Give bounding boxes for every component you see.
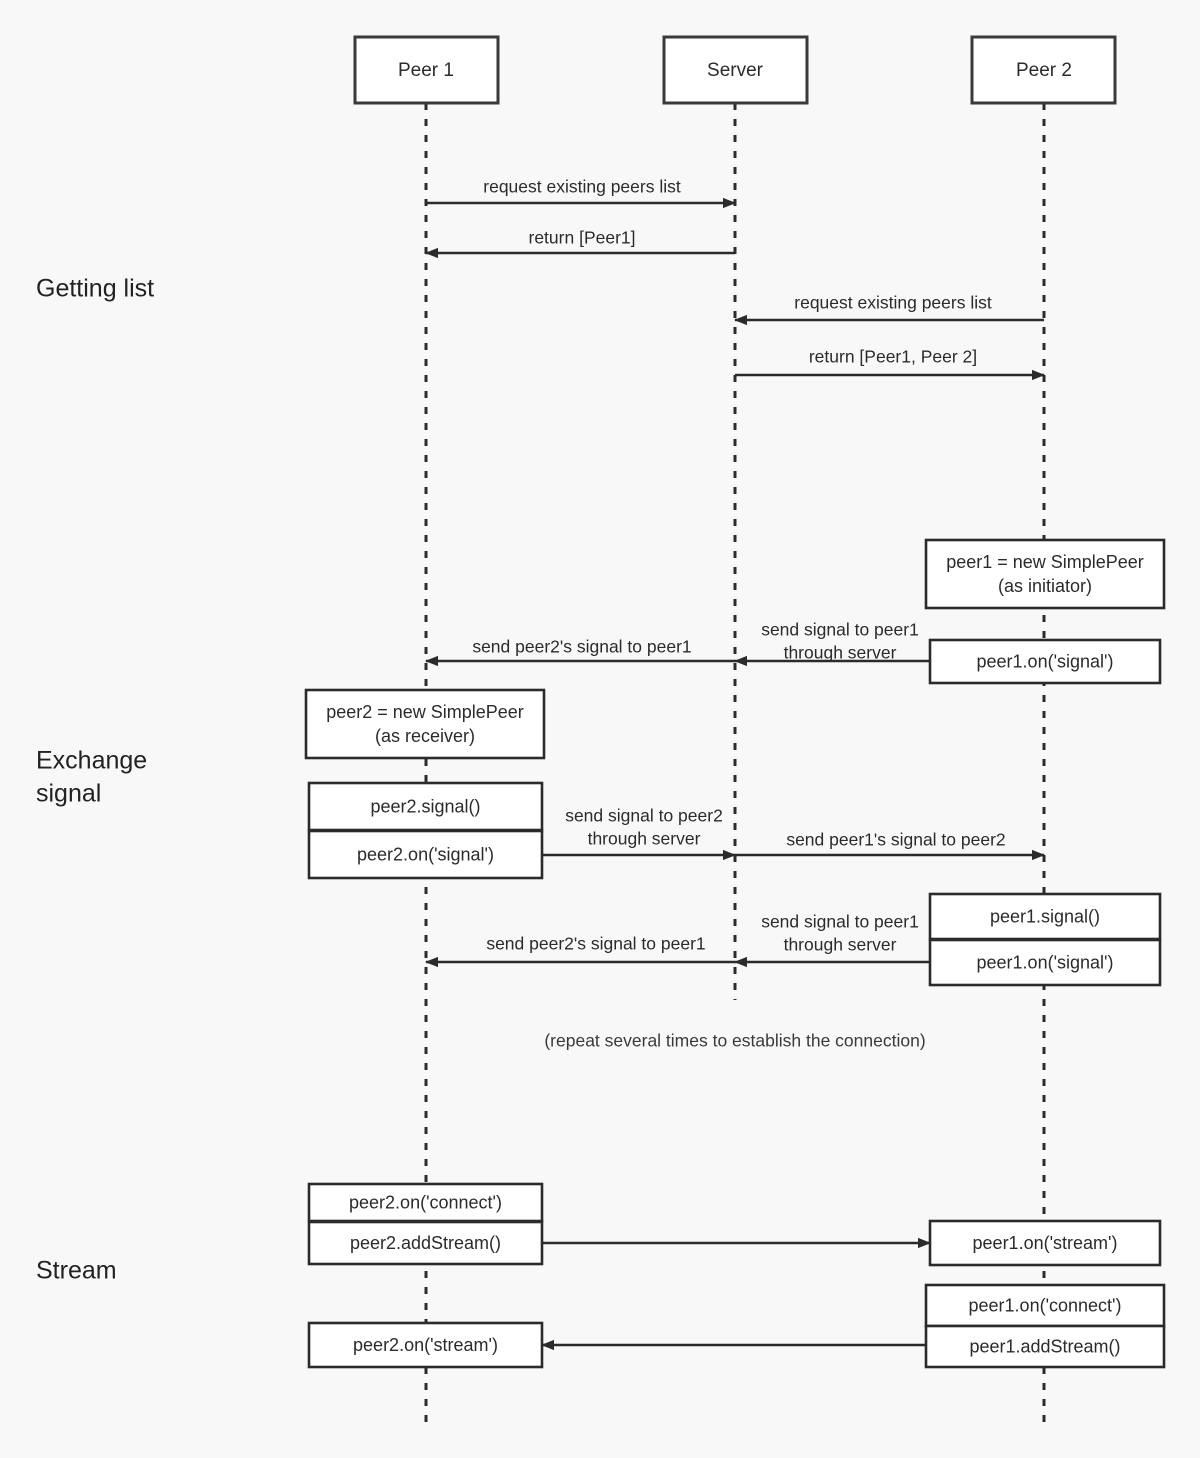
activation-label: peer1.on('stream') — [973, 1233, 1118, 1253]
activation-peer1-new-simplepeer[interactable]: peer1 = new SimplePeer (as initiator) — [924, 538, 1166, 610]
activation-peer1-on-signal-1[interactable]: peer1.on('signal') — [928, 638, 1162, 685]
activation-peer2-new-simplepeer[interactable]: peer2 = new SimplePeer (as receiver) — [304, 688, 546, 760]
activation-peer2-on-stream[interactable]: peer2.on('stream') — [307, 1321, 544, 1369]
activation-label: peer2.on('connect') — [349, 1192, 502, 1212]
message-req-peers-p1: request existing peers list — [426, 177, 736, 209]
note-label: (repeat several times to establish the c… — [544, 1031, 925, 1051]
activation-peer1-on-stream[interactable]: peer1.on('stream') — [928, 1219, 1162, 1267]
message-signal-to-peer1-through-server-2: send signal to peer1 through server — [734, 912, 930, 968]
activation-label: peer1.on('signal') — [977, 952, 1114, 972]
actor-server[interactable]: Server — [662, 35, 809, 105]
message-label: send signal to peer1 — [761, 912, 919, 932]
note-repeat-note: (repeat several times to establish the c… — [544, 1031, 925, 1051]
section-label: Getting list — [36, 275, 154, 303]
activation-label: peer1.signal() — [990, 906, 1100, 926]
message-peer1s-signal-to-peer2: send peer1's signal to peer2 — [735, 830, 1045, 861]
activation-peer1-on-signal-2[interactable]: peer1.on('signal') — [928, 938, 1162, 987]
activation-label: peer2 = new SimplePeer — [326, 702, 524, 722]
activation-label: peer1.on('signal') — [977, 651, 1114, 671]
message-label-line2: through server — [588, 829, 701, 849]
activation-label: peer1.addStream() — [969, 1336, 1120, 1356]
section-label: Exchange — [36, 747, 147, 775]
activation-peer2-on-signal[interactable]: peer2.on('signal') — [307, 829, 544, 880]
activation-label: peer1.on('connect') — [969, 1295, 1122, 1315]
activation-label: peer2.on('stream') — [353, 1335, 498, 1355]
message-label: send peer1's signal to peer2 — [786, 830, 1005, 850]
notes: (repeat several times to establish the c… — [544, 1031, 925, 1051]
actor-peer2[interactable]: Peer 2 — [970, 35, 1117, 105]
message-label: request existing peers list — [483, 177, 681, 197]
activation-boxes: peer1 = new SimplePeer(as initiator)peer… — [304, 538, 1166, 1369]
activation-label: peer1 = new SimplePeer — [946, 552, 1144, 572]
message-return-peer1: return [Peer1] — [425, 228, 735, 259]
message-label-line2: through server — [784, 643, 897, 663]
message-label: send signal to peer2 — [565, 806, 723, 826]
section-label-line2: signal — [36, 780, 101, 808]
message-label: send peer2's signal to peer1 — [472, 637, 691, 657]
message-req-peers-p2: request existing peers list — [734, 293, 1044, 326]
activation-label-line2: (as receiver) — [375, 726, 475, 746]
message-peer2s-signal-to-peer1-2: send peer2's signal to peer1 — [425, 934, 735, 968]
actor-headers: Peer 1 Server Peer 2 — [353, 35, 1117, 105]
activation-peer1-addstream[interactable]: peer1.addStream() — [924, 1324, 1166, 1369]
message-label: request existing peers list — [794, 293, 992, 313]
section-getting-list: Getting list — [36, 275, 154, 303]
activation-label: peer2.on('signal') — [357, 844, 494, 864]
activation-label: peer2.addStream() — [350, 1233, 501, 1253]
message-label: send signal to peer1 — [761, 620, 919, 640]
activation-peer2-addstream[interactable]: peer2.addStream() — [307, 1220, 544, 1266]
activation-label: peer2.signal() — [370, 796, 480, 816]
message-label: return [Peer1] — [529, 228, 636, 248]
message-peer2s-signal-to-peer1-1: send peer2's signal to peer1 — [425, 637, 735, 667]
message-label: return [Peer1, Peer 2] — [809, 347, 977, 367]
message-label: send peer2's signal to peer1 — [486, 934, 705, 954]
message-return-peer1-peer2: return [Peer1, Peer 2] — [735, 347, 1045, 381]
message-signal-to-peer1-through-server-1: send signal to peer1 through server — [734, 620, 930, 667]
messages: request existing peers list return [Peer1… — [425, 177, 1045, 1351]
activation-label-line2: (as initiator) — [998, 576, 1092, 596]
activation-peer1-signal[interactable]: peer1.signal() — [928, 892, 1162, 941]
section-stream: Stream — [36, 1257, 117, 1285]
actor-label-server: Server — [707, 60, 764, 81]
section-exchange-signal: Exchange signal — [36, 747, 147, 808]
message-label-line2: through server — [784, 935, 897, 955]
actor-label-peer2: Peer 2 — [1016, 60, 1072, 81]
activation-peer2-signal[interactable]: peer2.signal() — [307, 781, 544, 832]
actor-label-peer1: Peer 1 — [398, 60, 454, 81]
activation-peer1-on-connect[interactable]: peer1.on('connect') — [924, 1283, 1166, 1328]
section-label: Stream — [36, 1257, 117, 1285]
actor-peer1[interactable]: Peer 1 — [353, 35, 500, 105]
activation-peer2-on-connect[interactable]: peer2.on('connect') — [307, 1182, 544, 1223]
message-signal-to-peer2-through-server: send signal to peer2 through server — [542, 806, 736, 861]
